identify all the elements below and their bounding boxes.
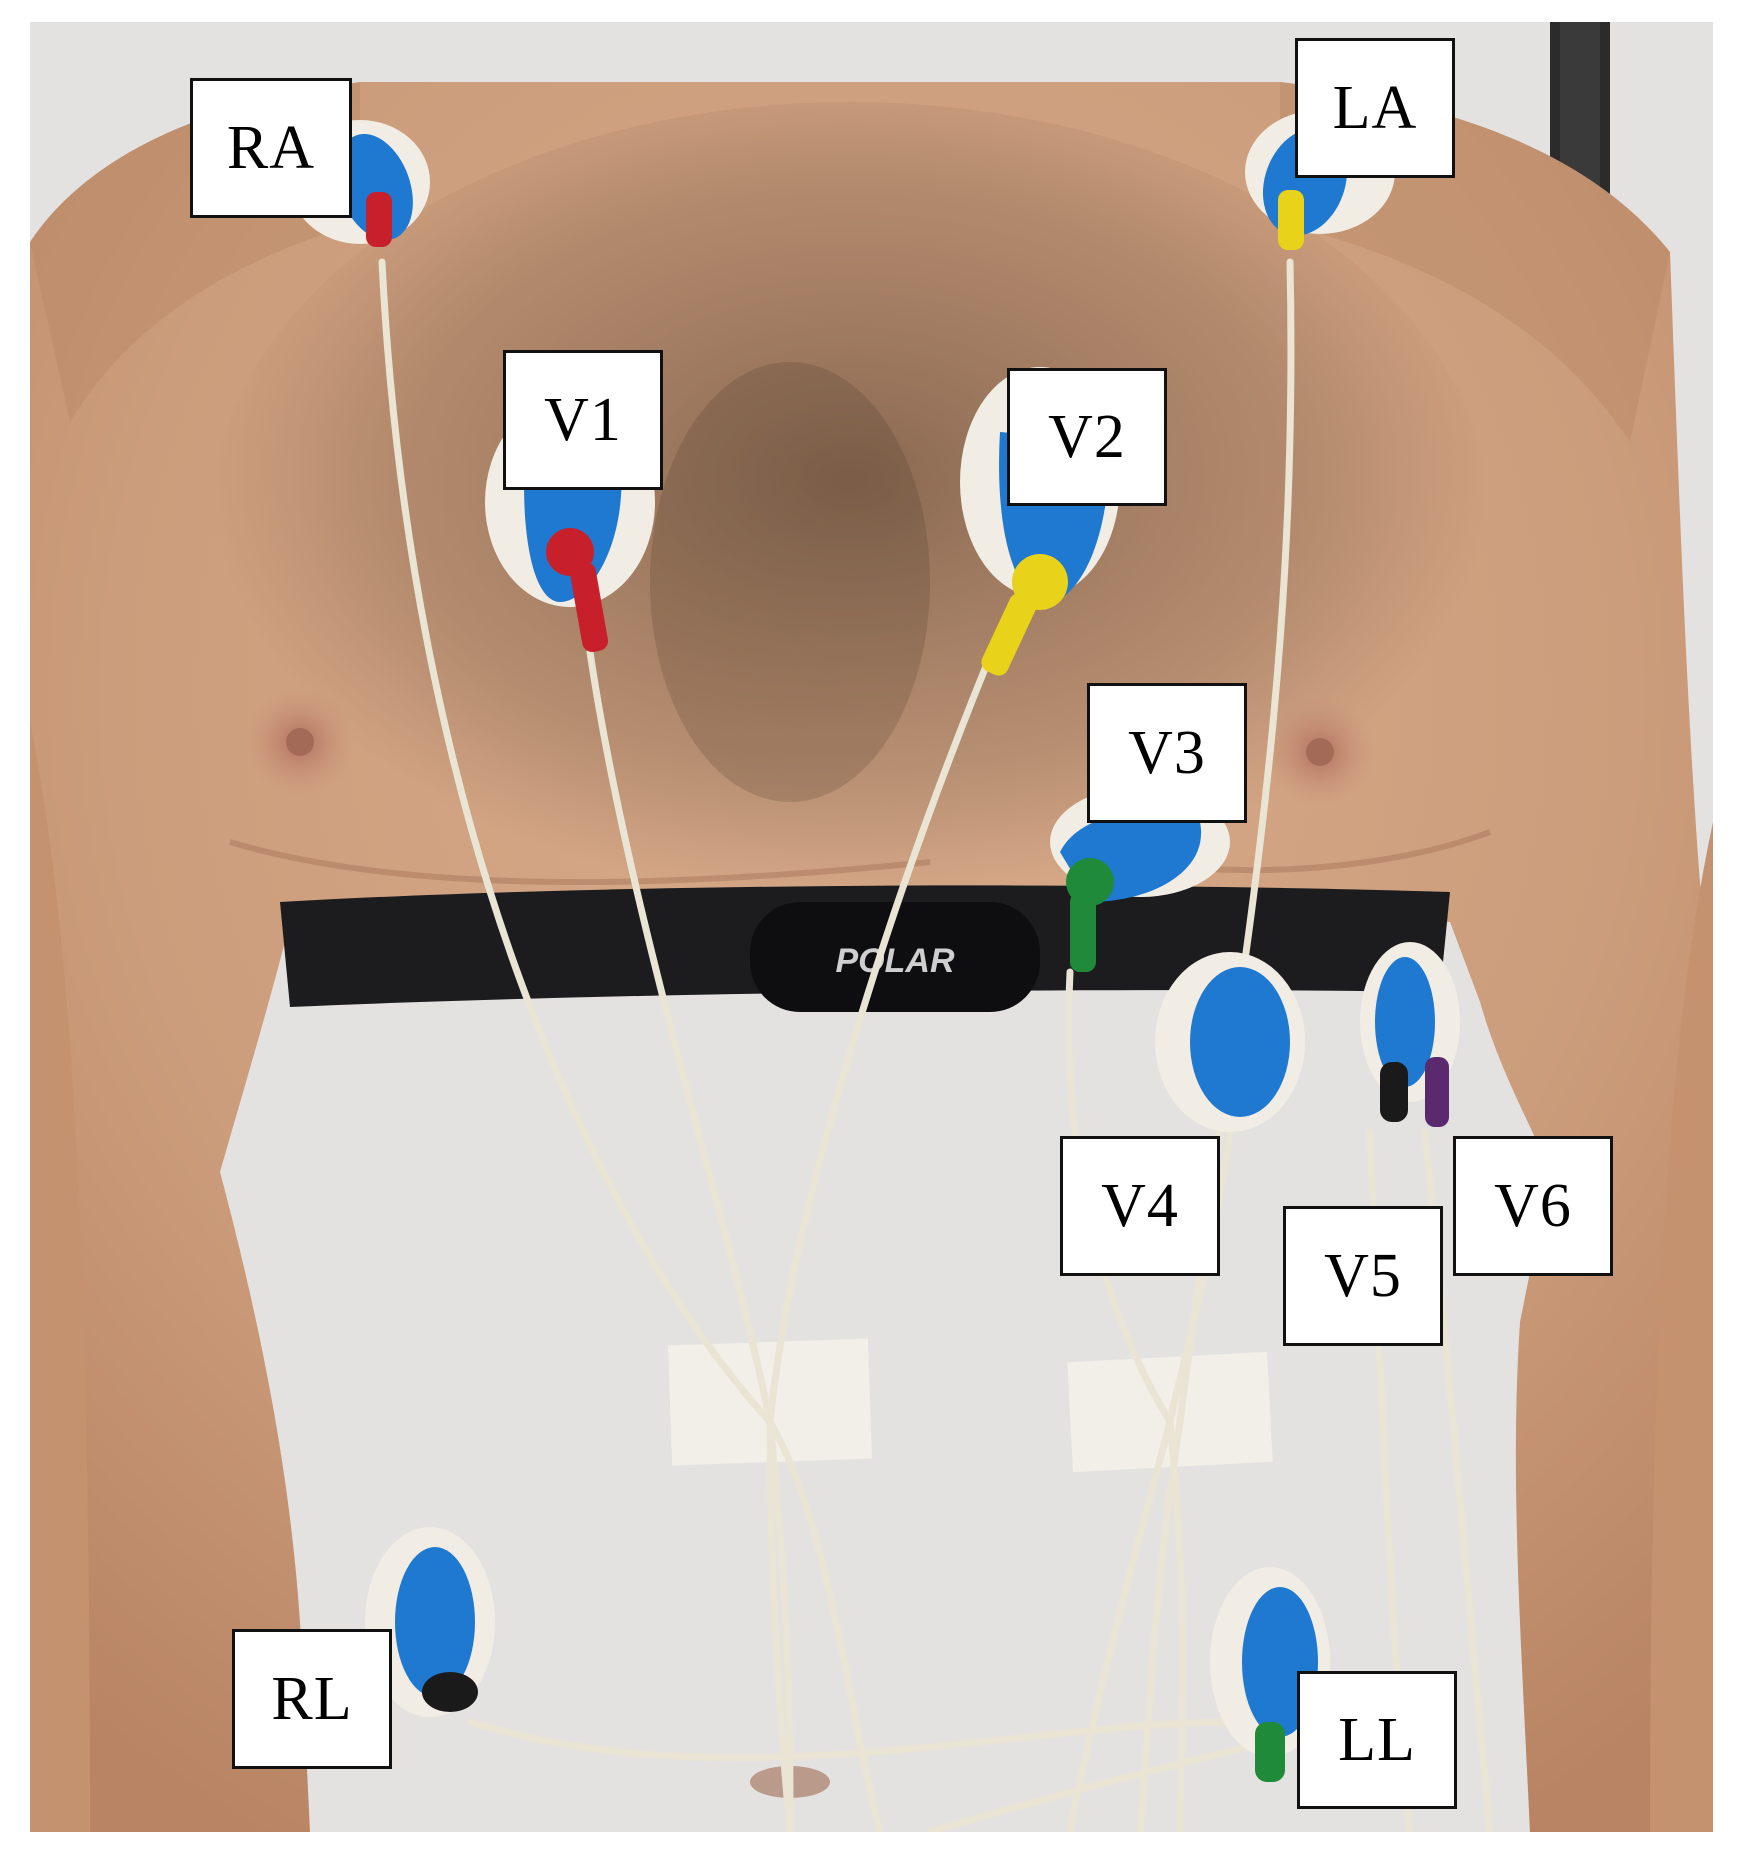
cable-ra [378,258,884,1832]
label-rl: RL [232,1629,392,1769]
label-v6: V6 [1453,1136,1613,1276]
lead-clip-la [1278,190,1304,250]
lead-clip-v5 [1380,1062,1408,1122]
label-ra: RA [190,78,352,218]
label-v3: V3 [1087,683,1247,823]
cable-v2 [766,628,1004,1832]
label-v2: V2 [1007,368,1167,506]
right-arm [30,722,90,1832]
electrode-rl [365,1527,495,1717]
cable-rl [466,1718,1234,1762]
polar-logo: POLAR [836,942,955,980]
label-v1: V1 [503,350,663,490]
lead-clip-v6 [1425,1057,1449,1127]
label-v5: V5 [1283,1206,1443,1346]
cable-v1 [586,648,794,1832]
polar-sensor [750,902,1040,1012]
photo-scene: POLAR [30,22,1713,1832]
left-arm [1650,822,1713,1832]
cable-ll [926,1738,1274,1832]
electrode-v5 [1360,942,1460,1122]
ecg-photo: POLAR [30,22,1713,1832]
label-v4: V4 [1060,1136,1220,1276]
lead-clip-ll [1255,1722,1285,1782]
electrode-v6 [1425,1057,1449,1127]
lead-clip-rl [422,1672,478,1712]
label-ll: LL [1297,1671,1457,1809]
lead-clip-ra [366,192,392,247]
electrode-v4 [1155,952,1305,1132]
label-la: LA [1295,38,1455,178]
